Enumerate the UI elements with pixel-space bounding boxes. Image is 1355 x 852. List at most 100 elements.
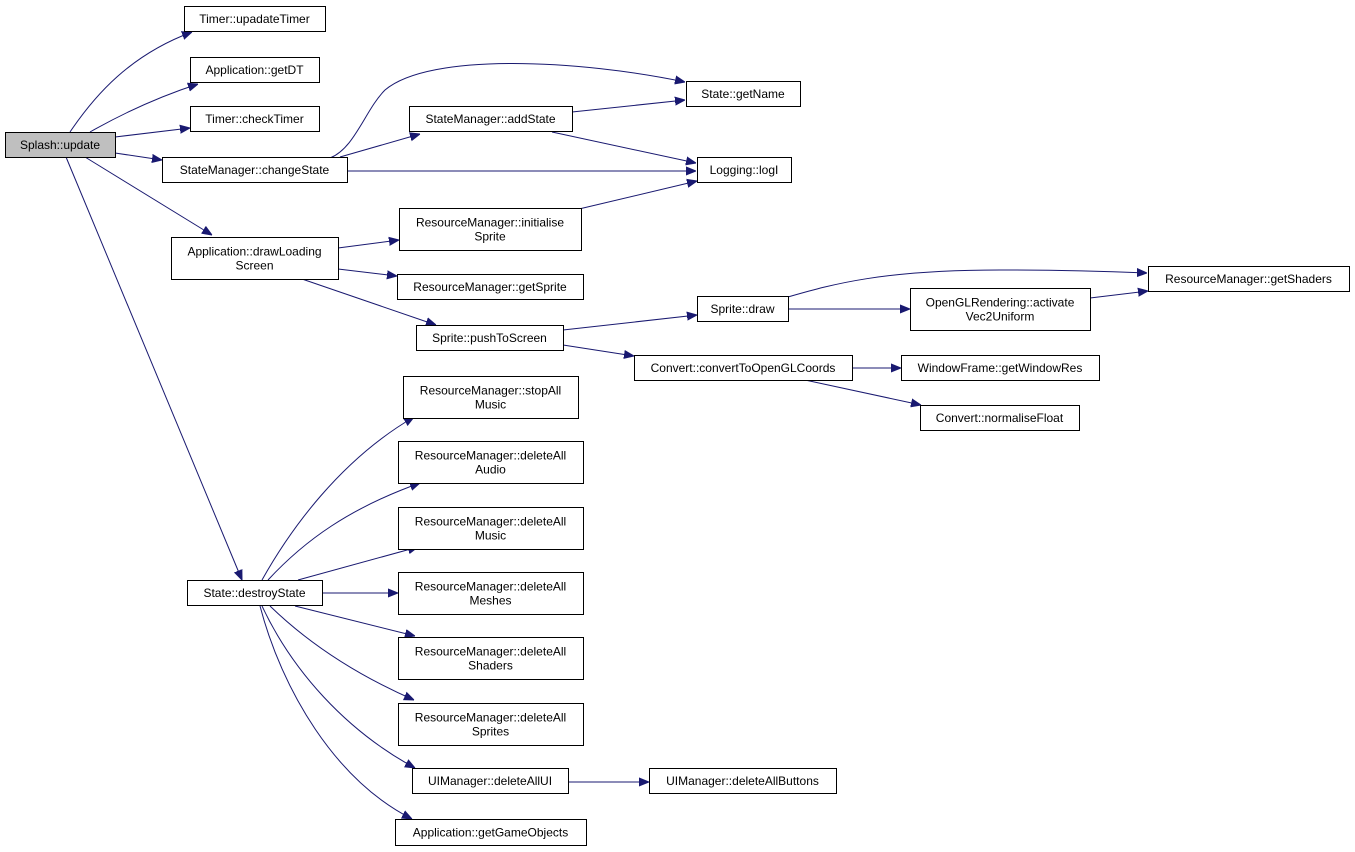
edge-destroystate-to-deleteallmusic bbox=[297, 547, 418, 581]
node-label: ResourceManager::getSprite bbox=[413, 280, 567, 294]
node-label: Convert::normaliseFloat bbox=[936, 411, 1064, 425]
node-label: Sprite::draw bbox=[710, 302, 774, 316]
node-label: ResourceManager::stopAll bbox=[420, 384, 561, 398]
node-label: Audio bbox=[475, 463, 506, 477]
node-label: UIManager::deleteAllButtons bbox=[666, 774, 819, 788]
node-label: Sprite::pushToScreen bbox=[432, 331, 547, 345]
node-box bbox=[686, 81, 801, 107]
node-uimanager-deleteallbuttons[interactable]: UIManager::deleteAllButtons bbox=[649, 768, 837, 794]
edge-draw-to-getshaders bbox=[787, 270, 1147, 298]
node-resourcemanager-getsprite[interactable]: ResourceManager::getSprite bbox=[397, 274, 584, 300]
node-convert-normalisefloat[interactable]: Convert::normaliseFloat bbox=[920, 405, 1080, 431]
node-label: ResourceManager::getShaders bbox=[1165, 272, 1332, 286]
node-box bbox=[187, 580, 323, 606]
edge-destroystate-to-getgameobjects bbox=[259, 605, 412, 819]
node-label: Music bbox=[475, 398, 506, 412]
node-box bbox=[409, 106, 573, 132]
node-label: OpenGLRendering::activate bbox=[926, 296, 1075, 310]
node-timer-updatetimer[interactable]: Timer::upadateTimer bbox=[184, 6, 326, 32]
node-logging-logi[interactable]: Logging::logI bbox=[697, 157, 792, 183]
node-application-getdt[interactable]: Application::getDT bbox=[190, 57, 320, 83]
node-label: Timer::upadateTimer bbox=[199, 12, 309, 26]
node-resourcemanager-getshaders[interactable]: ResourceManager::getShaders bbox=[1148, 266, 1350, 292]
node-uimanager-deleteallui[interactable]: UIManager::deleteAllUI bbox=[412, 768, 569, 794]
node-box bbox=[697, 296, 789, 322]
node-label: Meshes bbox=[469, 594, 511, 608]
edge-destroystate-to-deleteallshaders bbox=[294, 605, 415, 636]
node-statemanager-changestate[interactable]: StateManager::changeState bbox=[162, 157, 348, 183]
node-box bbox=[5, 132, 116, 158]
edge-update-to-drawloadingscreen bbox=[84, 156, 212, 235]
node-label: Vec2Uniform bbox=[966, 310, 1035, 324]
node-box bbox=[412, 768, 569, 794]
node-box bbox=[398, 703, 584, 746]
node-label: StateManager::addState bbox=[425, 112, 555, 126]
edge-initialisesprite-to-logi bbox=[578, 181, 697, 210]
node-box bbox=[162, 157, 348, 183]
node-box bbox=[190, 57, 320, 83]
edge-destroystate-to-stopallmusic bbox=[261, 417, 414, 581]
node-label: State::getName bbox=[701, 87, 785, 101]
edge-converttoopenglcoords-to-normalisefloat bbox=[804, 379, 921, 405]
node-timer-checktimer[interactable]: Timer::checkTimer bbox=[190, 106, 320, 132]
node-box bbox=[398, 572, 584, 615]
node-label: StateManager::changeState bbox=[180, 163, 330, 177]
edge-activatevec2uniform-to-getshaders bbox=[1089, 291, 1148, 299]
node-box bbox=[398, 637, 584, 680]
node-box bbox=[901, 355, 1100, 381]
node-label: ResourceManager::deleteAll bbox=[415, 515, 566, 529]
node-state-destroystate[interactable]: State::destroyState bbox=[187, 580, 323, 606]
node-label: WindowFrame::getWindowRes bbox=[918, 361, 1083, 375]
node-label: Splash::update bbox=[20, 138, 100, 152]
node-label: Screen bbox=[235, 259, 273, 273]
node-label: ResourceManager::deleteAll bbox=[415, 449, 566, 463]
node-label: Logging::logI bbox=[710, 163, 779, 177]
node-application-getgameobjects[interactable]: Application::getGameObjects bbox=[395, 819, 587, 846]
edge-update-to-changestate bbox=[114, 152, 162, 160]
edge-drawloadingscreen-to-pushtoscreen bbox=[301, 278, 436, 325]
node-sprite-draw[interactable]: Sprite::draw bbox=[697, 296, 789, 322]
edge-update-to-getdt bbox=[89, 84, 198, 133]
edge-changestate-to-getname bbox=[329, 63, 685, 159]
edge-destroystate-to-deleteallui bbox=[261, 605, 415, 768]
node-label: Music bbox=[475, 529, 506, 543]
edge-update-to-upadatetimer bbox=[69, 32, 192, 133]
node-box bbox=[697, 157, 792, 183]
node-statemanager-addstate[interactable]: StateManager::addState bbox=[409, 106, 573, 132]
node-splash-update[interactable]: Splash::update bbox=[5, 132, 116, 158]
node-box bbox=[399, 208, 582, 251]
node-box bbox=[920, 405, 1080, 431]
node-sprite-pushtoscreen[interactable]: Sprite::pushToScreen bbox=[416, 325, 564, 351]
edge-drawloadingscreen-to-getsprite bbox=[337, 268, 397, 276]
node-label: State::destroyState bbox=[203, 586, 305, 600]
call-edges bbox=[65, 32, 1148, 819]
node-state-getname[interactable]: State::getName bbox=[686, 81, 801, 107]
node-box bbox=[398, 441, 584, 484]
node-label: Timer::checkTimer bbox=[205, 112, 303, 126]
node-label: Shaders bbox=[468, 659, 513, 673]
node-windowframe-getwindowres[interactable]: WindowFrame::getWindowRes bbox=[901, 355, 1100, 381]
node-box bbox=[397, 274, 584, 300]
node-label: ResourceManager::deleteAll bbox=[415, 645, 566, 659]
node-label: Sprite bbox=[474, 230, 506, 244]
node-box bbox=[416, 325, 564, 351]
node-box bbox=[649, 768, 837, 794]
call-nodes: Splash::update Timer::upadateTimerApplica… bbox=[5, 6, 1350, 846]
node-label: Application::drawLoading bbox=[187, 245, 321, 259]
node-box bbox=[634, 355, 853, 381]
node-box bbox=[1148, 266, 1350, 292]
node-box bbox=[395, 819, 587, 846]
node-label: Application::getGameObjects bbox=[413, 826, 568, 840]
node-box bbox=[171, 237, 339, 280]
edge-destroystate-to-deleteallaudio bbox=[267, 483, 420, 581]
node-convert-converttoopenglcoords[interactable]: Convert::convertToOpenGLCoords bbox=[634, 355, 853, 381]
